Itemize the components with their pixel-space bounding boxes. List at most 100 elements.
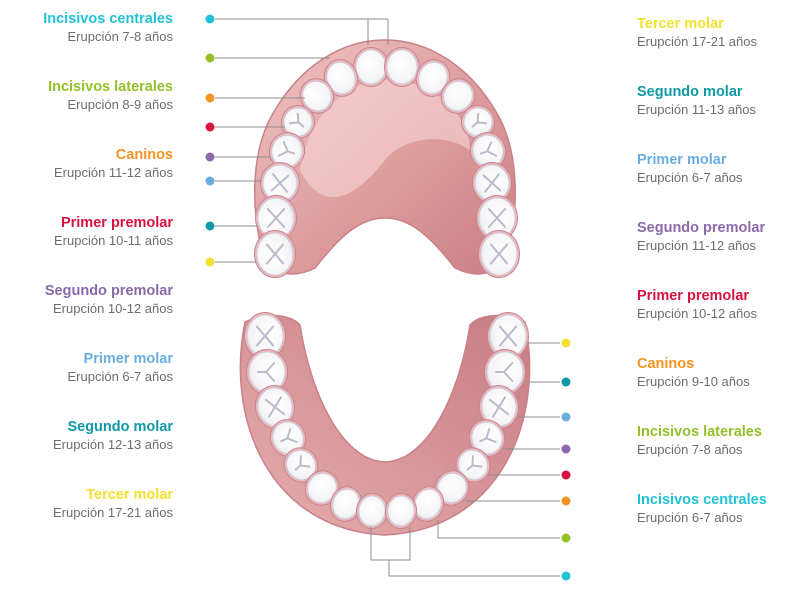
label-title: Tercer molar: [637, 16, 724, 32]
label-lower-incisivos-laterales: Incisivos laterales Erupción 7-8 años: [637, 424, 811, 458]
label-title: Caninos: [115, 147, 173, 163]
tooth: [268, 132, 306, 170]
tooth: [471, 162, 513, 204]
label-upper-incisivos-centrales: Incisivos centrales Erupción 7-8 años: [0, 11, 173, 45]
tooth: [440, 78, 476, 114]
label-title: Segundo molar: [637, 84, 743, 100]
label-title: Incisivos laterales: [48, 79, 173, 95]
tooth-groove: [489, 243, 509, 265]
label-eruption: Erupción 17-21 años: [637, 34, 757, 49]
tooth-crown: [418, 61, 448, 95]
tooth: [476, 195, 518, 241]
tooth-groove: [270, 173, 290, 193]
label-title: Primer molar: [83, 351, 173, 367]
tooth-groove: [255, 325, 275, 347]
tooth-groove: [266, 208, 286, 228]
tooth: [478, 230, 520, 278]
label-upper-segundo-molar: Segundo molar Erupción 12-13 años: [0, 419, 173, 453]
label-eruption: Erupción 10-12 años: [53, 301, 173, 316]
tooth-groove: [498, 325, 518, 347]
label-lower-segundo-premolar: Segundo premolar Erupción 11-12 años: [637, 220, 811, 254]
marker-dot: [205, 221, 215, 231]
tooth-crown: [414, 488, 442, 520]
label-upper-primer-premolar: Primer premolar Erupción 10-11 años: [0, 215, 173, 249]
tooth-groove: [280, 427, 298, 443]
tooth-groove: [495, 362, 514, 382]
tooth-groove: [487, 208, 507, 228]
tooth: [468, 419, 506, 457]
label-eruption: Erupción 6-7 años: [637, 510, 743, 525]
tooth: [461, 105, 495, 139]
tooth-groove: [288, 112, 305, 128]
marker-dot: [561, 377, 571, 387]
tooth: [254, 385, 296, 429]
label-title: Segundo molar: [67, 419, 173, 435]
tooth-groove: [257, 362, 276, 382]
label-lower-caninos: Caninos Erupción 9-10 años: [637, 356, 811, 390]
tooth-groove: [482, 173, 502, 193]
marker-dot: [205, 53, 215, 63]
tooth-groove: [479, 141, 498, 157]
label-eruption: Erupción 11-12 años: [637, 238, 757, 253]
marker-dot: [561, 533, 571, 543]
tooth: [259, 162, 301, 204]
label-eruption: Erupción 6-7 años: [67, 369, 173, 384]
tooth: [353, 47, 389, 87]
label-title: Incisivos centrales: [637, 492, 767, 508]
tooth: [455, 447, 491, 483]
marker-dot: [205, 122, 215, 132]
tooth-groove: [479, 427, 497, 443]
tooth: [478, 385, 520, 429]
tooth: [411, 486, 445, 522]
tooth: [415, 59, 451, 97]
label-title: Primer molar: [637, 152, 727, 168]
tooth-crown: [302, 80, 332, 112]
connector-line: [370, 527, 560, 577]
tooth: [255, 195, 297, 241]
label-eruption: Erupción 7-8 años: [67, 29, 173, 44]
label-lower-tercer-molar: Tercer molar Erupción 17-21 años: [637, 16, 811, 50]
connector-lines: [215, 18, 560, 577]
marker-dot: [561, 571, 571, 581]
label-title: Segundo premolar: [44, 283, 173, 299]
tooth-groove: [264, 396, 286, 418]
tooth: [484, 349, 526, 395]
label-title: Tercer molar: [86, 487, 173, 503]
tooth-crown: [387, 495, 415, 527]
marker-dot: [561, 338, 571, 348]
tooth-groove: [471, 112, 488, 128]
tooth-groove: [466, 455, 483, 471]
label-eruption: Erupción 8-9 años: [67, 97, 173, 112]
marker-dot: [561, 496, 571, 506]
tooth-crown: [386, 49, 418, 85]
marker-dot: [205, 257, 215, 267]
tooth: [323, 59, 359, 97]
label-title: Caninos: [637, 356, 695, 372]
marker-dot: [561, 470, 571, 480]
label-eruption: Erupción 9-10 años: [637, 374, 750, 389]
tooth-crown: [358, 495, 386, 527]
tooth: [487, 312, 529, 360]
tooth-groove: [277, 141, 296, 157]
tooth-groove: [265, 243, 285, 265]
label-lower-primer-molar: Primer molar Erupción 6-7 años: [637, 152, 811, 186]
label-lower-segundo-molar: Segundo molar Erupción 11-13 años: [637, 84, 811, 118]
label-lower-primer-premolar: Primer premolar Erupción 10-12 años: [637, 288, 811, 322]
tooth-groove: [294, 455, 311, 471]
label-eruption: Erupción 12-13 años: [53, 437, 173, 452]
marker-dots: [205, 14, 571, 581]
marker-dot: [205, 152, 215, 162]
label-eruption: Erupción 11-12 años: [53, 165, 173, 180]
tooth: [299, 78, 335, 114]
label-upper-incisivos-laterales: Incisivos laterales Erupción 8-9 años: [0, 79, 173, 113]
tooth: [244, 312, 286, 360]
label-title: Primer premolar: [60, 215, 173, 231]
tooth: [384, 47, 420, 87]
tooth-groove: [488, 396, 510, 418]
tooth: [246, 349, 288, 395]
label-eruption: Erupción 10-12 años: [637, 306, 757, 321]
label-title: Incisivos centrales: [43, 11, 173, 27]
label-lower-incisivos-centrales: Incisivos centrales Erupción 6-7 años: [637, 492, 811, 526]
label-upper-primer-molar: Primer molar Erupción 6-7 años: [0, 351, 173, 385]
